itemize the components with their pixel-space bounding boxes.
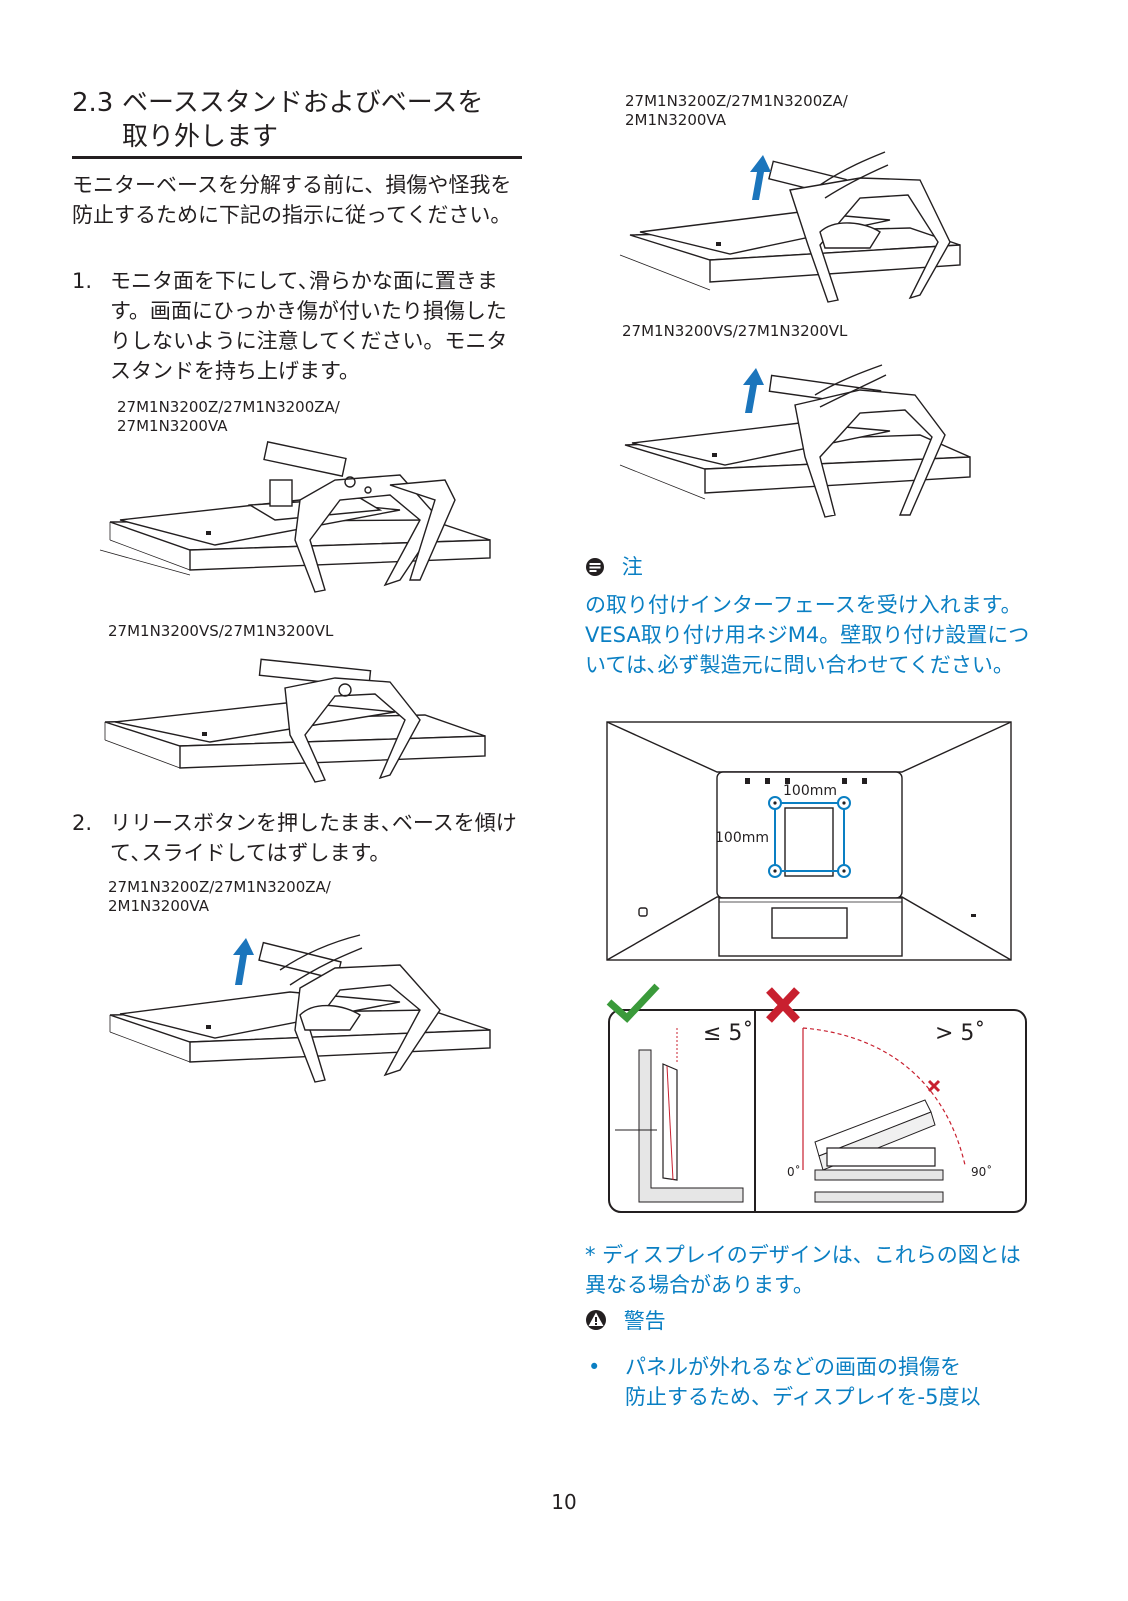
lift-arrow-icon <box>233 938 254 985</box>
step-1-text: モニタ面を下にして､滑らかな面に置きます。画面にひっかき傷が付いたり損傷したりし… <box>110 269 508 383</box>
release-illustration-d <box>619 151 961 303</box>
vesa-diagram: 100mm 100mm <box>606 721 1012 961</box>
cross-icon <box>766 987 800 1023</box>
warning-title: 警告 <box>623 1309 666 1333</box>
step-2-number: 2. <box>72 811 93 835</box>
step-1: 1. モニタ面を下にして､滑らかな面に置きます。画面にひっかき傷が付いたり損傷し… <box>72 266 522 386</box>
warning-icon <box>586 1310 606 1330</box>
model-label-d: 27M1N3200Z/27M1N3200ZA/ 2M1N3200VA <box>625 92 848 130</box>
vesa-width-label: 100mm <box>783 783 837 799</box>
note-title: 注 <box>621 555 643 579</box>
tilt-diagram: ≤ 5˚ > 5˚ 0˚ 90˚ <box>606 983 1027 1213</box>
section-title-line1: ベーススタンドおよびベースを <box>122 88 484 118</box>
model-label-a-line2: 27M1N3200VA <box>117 417 228 435</box>
warning-text-line2: 防止するため、ディスプレイを-5度以 <box>625 1385 981 1409</box>
model-label-a: 27M1N3200Z/27M1N3200ZA/ 27M1N3200VA <box>117 398 340 436</box>
warning-text-line1: パネルが外れるなどの画面の損傷を <box>625 1355 961 1379</box>
model-label-c: 27M1N3200Z/27M1N3200ZA/ 2M1N3200VA <box>108 878 331 916</box>
release-illustration-e <box>619 364 971 518</box>
section-number: 2.3 <box>72 88 114 118</box>
page-number: 10 <box>551 1490 577 1514</box>
note-header: 注 <box>585 552 643 582</box>
lift-arrow-icon-2 <box>750 155 771 200</box>
warning-header: 警告 <box>585 1306 666 1336</box>
tilt-limit-cross-icon <box>927 1079 941 1093</box>
heading-rule <box>72 156 522 159</box>
check-icon <box>606 983 660 1023</box>
warning-item: • パネルが外れるなどの画面の損傷を 防止するため、ディスプレイを-5度以 <box>585 1352 1030 1412</box>
release-illustration-c <box>109 934 491 1083</box>
stand-illustration-a <box>99 441 491 593</box>
note-text: の取り付けインターフェースを受け入れます。VESA取り付け用ネジM4。壁取り付け… <box>585 593 1030 677</box>
tilt-zero-label: 0˚ <box>787 1164 801 1179</box>
step-2-text: リリースボタンを押したまま､ベースを傾けて､スライドしてはずします。 <box>110 811 517 865</box>
warning-bullet: • <box>588 1355 601 1379</box>
tilt-ok-label: ≤ 5˚ <box>703 1021 753 1046</box>
model-label-c-line1: 27M1N3200Z/27M1N3200ZA/ <box>108 878 331 896</box>
design-disclaimer: * ディスプレイのデザインは、これらの図とは異なる場合があります。 <box>585 1243 1021 1297</box>
model-label-e: 27M1N3200VS/27M1N3200VL <box>622 322 848 340</box>
model-label-d-line1: 27M1N3200Z/27M1N3200ZA/ <box>625 92 848 110</box>
stand-illustration-b <box>104 658 486 783</box>
tilt-ninety-label: 90˚ <box>971 1164 992 1179</box>
section-heading: 2.3 ベーススタンドおよびベースを 取り外します <box>72 86 522 154</box>
model-label-a-line1: 27M1N3200Z/27M1N3200ZA/ <box>117 398 340 416</box>
step-2: 2. リリースボタンを押したまま､ベースを傾けて､スライドしてはずします。 <box>72 808 522 868</box>
intro-paragraph: モニターベースを分解する前に、損傷や怪我を防止するために下記の指示に従ってくださ… <box>72 173 512 227</box>
step-1-number: 1. <box>72 269 93 293</box>
lift-arrow-icon-3 <box>743 368 764 413</box>
model-label-c-line2: 2M1N3200VA <box>108 897 209 915</box>
section-title-line2: 取り外します <box>122 122 279 152</box>
model-label-d-line2: 2M1N3200VA <box>625 111 726 129</box>
vesa-height-label: 100mm <box>715 830 769 846</box>
model-label-b: 27M1N3200VS/27M1N3200VL <box>108 622 334 640</box>
tilt-bad-label: > 5˚ <box>935 1021 985 1046</box>
note-icon <box>586 558 604 576</box>
